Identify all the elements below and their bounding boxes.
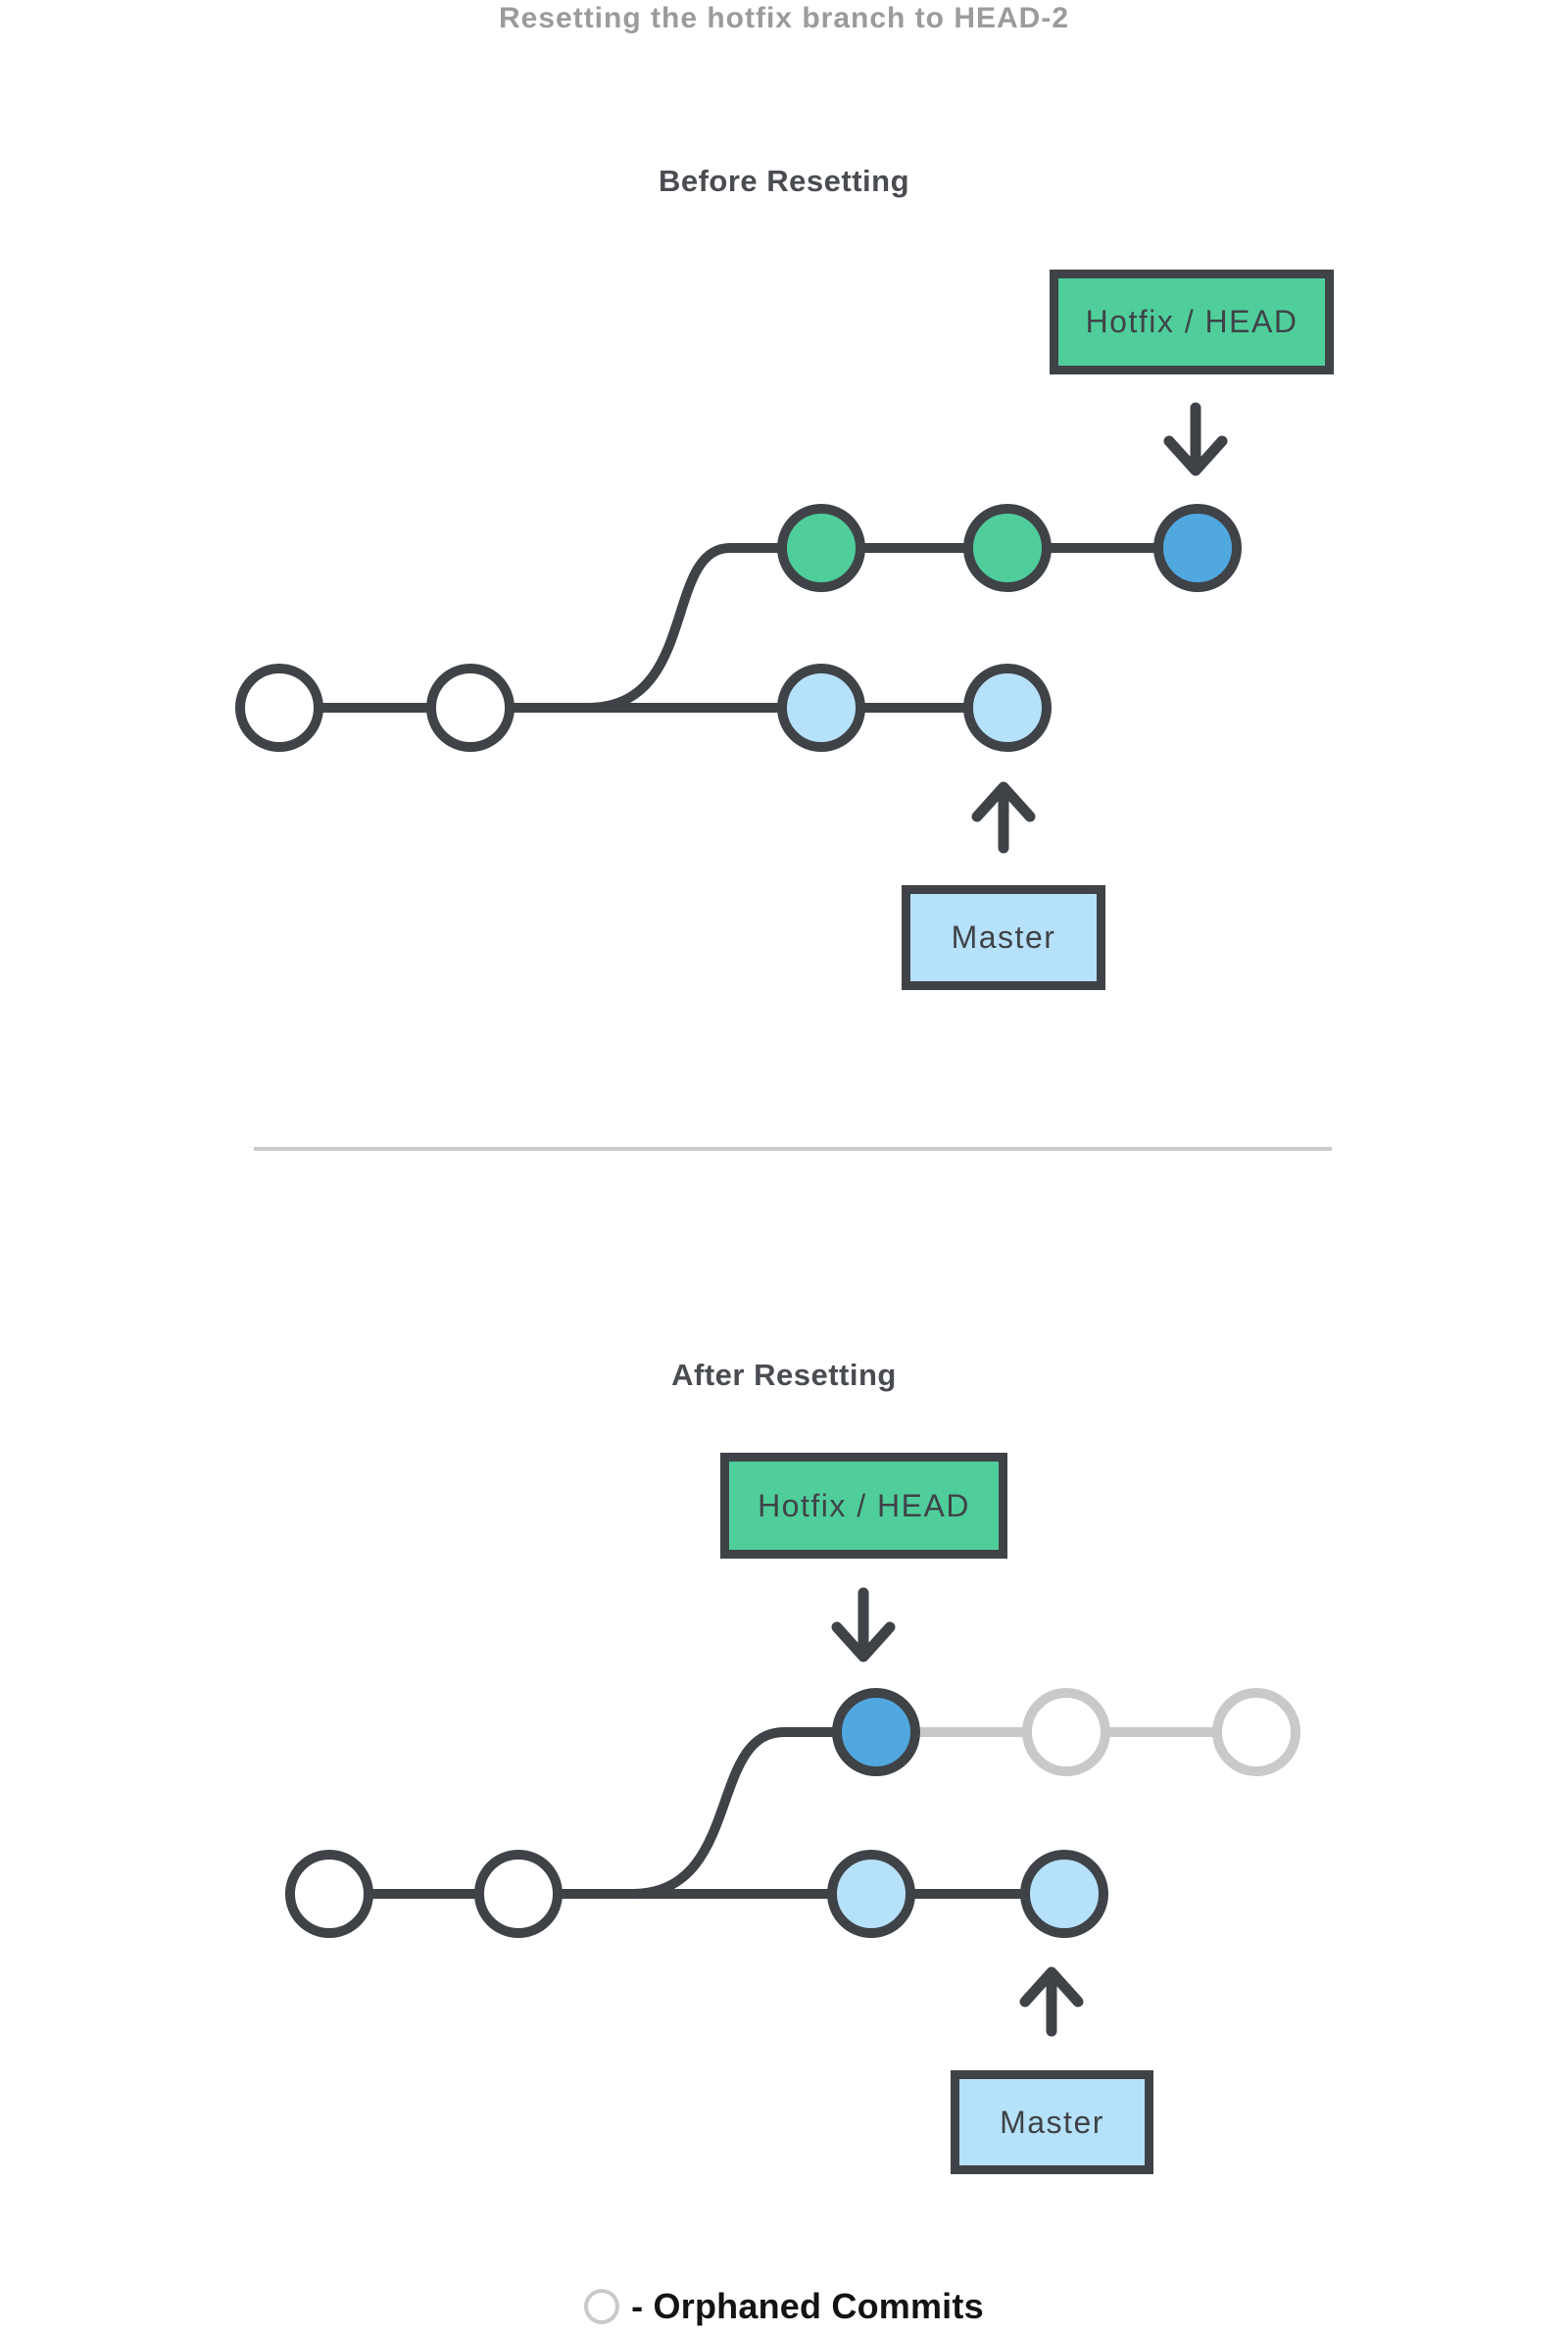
section-divider — [254, 1147, 1332, 1151]
before-node-hotfix-commit-2 — [963, 504, 1052, 592]
before-node-initial-commit-2 — [426, 664, 514, 752]
figure-title: Resetting the hotfix branch to HEAD-2 — [498, 2, 1070, 34]
hotfix-head-label-after: Hotfix / HEAD — [720, 1453, 1007, 1559]
hotfix-head-label-before: Hotfix / HEAD — [1050, 270, 1334, 374]
after-node-initial-commit-2 — [474, 1850, 563, 1938]
orphaned-commit-icon — [584, 2289, 620, 2324]
before-node-hotfix-head-commit — [1153, 504, 1242, 592]
after-node-orphaned-commit-1 — [1022, 1688, 1110, 1776]
before-section-heading: Before Resetting — [658, 164, 910, 198]
master-label-after: Master — [951, 2070, 1153, 2174]
after-node-master-commit-1 — [827, 1850, 915, 1938]
before-branch-curve-0 — [587, 543, 731, 713]
after-node-master-commit-2 — [1020, 1850, 1108, 1938]
after-hotfix-pointer-arrow-head — [831, 1621, 896, 1663]
after-node-hotfix-head-commit — [832, 1688, 920, 1776]
after-branch-curve-0 — [631, 1727, 785, 1899]
after-node-initial-commit-1 — [285, 1850, 373, 1938]
before-master-pointer-arrow-head — [971, 781, 1036, 822]
before-hotfix-pointer-arrow-head — [1163, 435, 1228, 476]
legend-label: - Orphaned Commits — [631, 2286, 984, 2326]
after-section-heading: After Resetting — [671, 1358, 897, 1392]
before-node-initial-commit-1 — [235, 664, 323, 752]
after-master-pointer-arrow-head — [1019, 1966, 1084, 2008]
legend: - Orphaned Commits — [0, 2286, 1568, 2327]
master-label-before: Master — [902, 885, 1105, 990]
after-node-orphaned-commit-2 — [1212, 1688, 1300, 1776]
before-node-master-commit-2 — [963, 664, 1052, 752]
before-node-master-commit-1 — [777, 664, 865, 752]
before-node-hotfix-commit-1 — [777, 504, 865, 592]
